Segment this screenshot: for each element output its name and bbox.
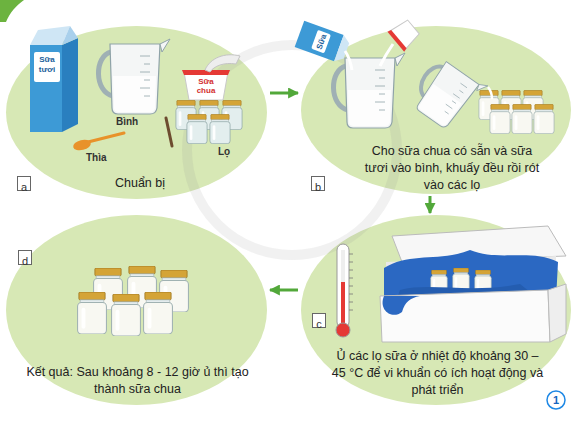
part-name: Thìa — [86, 152, 107, 164]
step-caption: Chuẩn bị — [75, 175, 205, 192]
step-panel: Chuẩn bị a — [5, 25, 268, 200]
panel-shape — [5, 25, 268, 200]
step-caption: Kết quả: Sau khoảng 8 - 12 giờ ủ thì tạo… — [25, 364, 250, 398]
callout-number: 1 — [549, 393, 563, 407]
step-letter: c — [316, 318, 322, 330]
step-panel: Kết quả: Sau khoảng 8 - 12 giờ ủ thì tạo… — [5, 214, 268, 406]
flow-arrow — [270, 92, 298, 95]
step-letter-box: a — [17, 176, 31, 191]
step-letter-box: c — [312, 313, 326, 328]
flow-arrow — [270, 289, 298, 292]
step-caption: Cho sữa chua có sẵn và sữa tươi vào bình… — [362, 143, 542, 194]
part-name: Lọ — [218, 146, 230, 158]
step-panel: Ủ các lọ sữa ở nhiệt độ khoảng 30 – 45 °… — [300, 214, 572, 406]
step-letter: d — [22, 255, 28, 267]
step-panel: Cho sữa chua có sẵn và sữa tươi vào bình… — [300, 25, 572, 195]
step-letter: a — [21, 181, 27, 193]
step-letter-box: b — [311, 176, 325, 191]
package-label: Sữa chua — [188, 77, 224, 95]
step-letter: b — [315, 181, 321, 193]
step-letter-box: d — [18, 250, 32, 265]
part-name: Bình — [116, 116, 138, 128]
step-caption: Ủ các lọ sữa ở nhiệt độ khoảng 30 – 45 °… — [330, 348, 545, 399]
panel-ellipse — [301, 215, 571, 405]
flow-arrow — [429, 196, 432, 213]
panel-ellipse — [301, 26, 571, 194]
panel-ellipse — [6, 26, 267, 199]
panel-ellipse — [6, 215, 267, 405]
package-label: Sữa tươi — [34, 55, 60, 75]
